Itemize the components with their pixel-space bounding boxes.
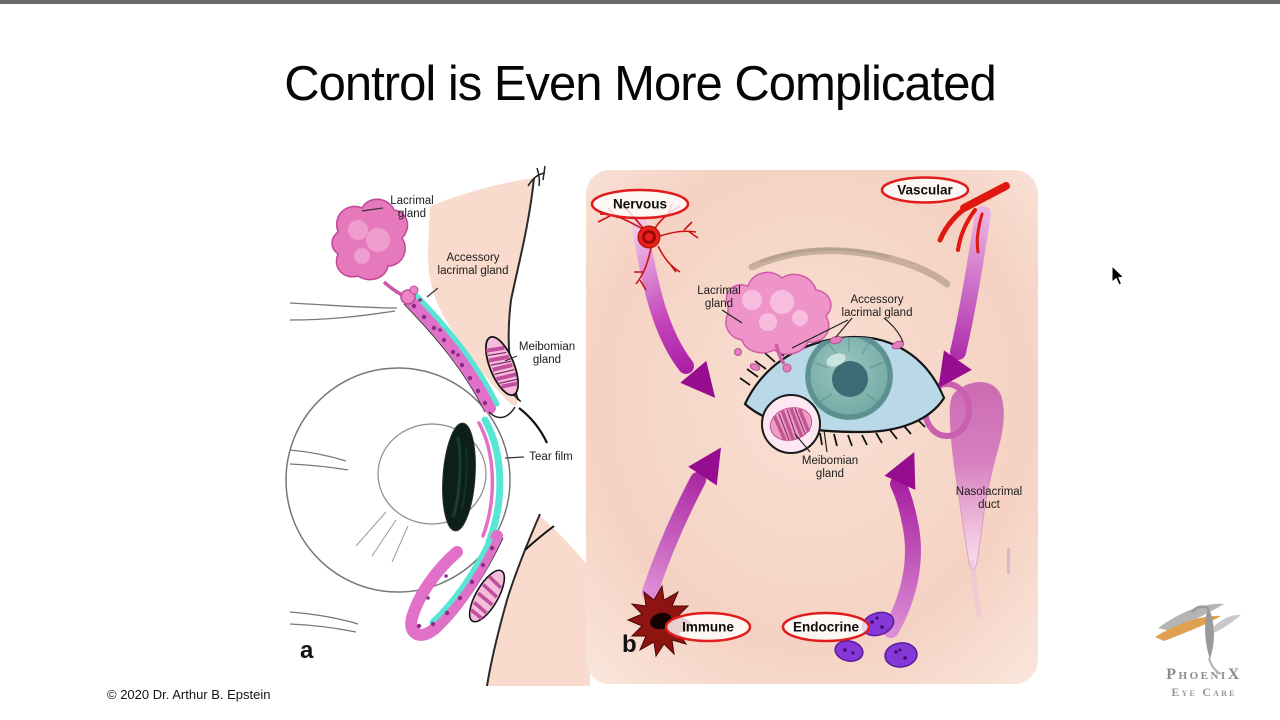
label-line: Lacrimal: [390, 195, 434, 207]
endocrine-arrow: [883, 452, 921, 638]
label-line: Accessory: [850, 294, 904, 306]
figure-a-illustration: [285, 165, 590, 687]
phoenix-logo-subtitle: Eye Care: [1171, 685, 1237, 699]
label-line: Accessory: [446, 252, 500, 264]
system-badge-rings: [590, 176, 970, 643]
label-accessory-lacrimal-gland-a: Accessory lacrimal gland: [438, 252, 509, 278]
lens-iris-dark: [442, 422, 476, 532]
leader-lines-a: [361, 207, 525, 459]
goblet-cell-dots-lower: [416, 545, 495, 629]
eyelid-crease-mark: [527, 165, 546, 187]
lacrimal-gland-a-shape: [331, 198, 419, 305]
endocrine-cells-icon: [834, 611, 918, 668]
figure-b-illustration: [586, 170, 1038, 684]
nervous-ring: [590, 188, 690, 220]
label-line: Lacrimal: [697, 285, 741, 297]
upper-eyelash: [518, 407, 548, 444]
upper-conjunctiva-band: [403, 292, 500, 414]
lower-eyelid-skin: [486, 513, 590, 687]
lower-eyelash: [524, 525, 555, 551]
phoenix-logo-name: PhoeniX: [1166, 666, 1242, 683]
label-lacrimal-gland-b: Lacrimal gland: [697, 285, 740, 311]
pupil: [832, 361, 868, 397]
label-lacrimal-gland-a: Lacrimal gland: [390, 195, 433, 221]
nasolacrimal-duct-shape: [922, 381, 1005, 619]
iris: [805, 336, 893, 420]
tear-film-cornea-arcs: [477, 416, 504, 546]
badge-vascular: Vascular: [897, 182, 953, 198]
upper-eyelid-skin: [427, 165, 546, 406]
badge-immune: Immune: [682, 619, 734, 635]
panel-label-a: a: [300, 637, 314, 664]
leader-lines-b: [721, 309, 904, 453]
badge-endocrine: Endocrine: [792, 619, 860, 635]
label-line: gland: [704, 298, 734, 311]
label-line: Meibomian: [518, 341, 576, 353]
accessory-glands-b-shape: [829, 335, 905, 350]
label-line: lacrimal gland: [841, 307, 913, 320]
eyeball-globe: [285, 302, 511, 633]
vascular-vessel-icon: [937, 182, 1010, 254]
vascular-arrow: [938, 206, 991, 389]
immune-arrow: [642, 447, 721, 600]
label-line: lacrimal gland: [437, 265, 509, 278]
eyebrow: [748, 247, 951, 288]
vascular-ring: [880, 176, 970, 204]
meibomian-gland-a-lower-shape: [468, 569, 506, 623]
label-nasolacrimal-duct-b: Nasolacrimal duct: [956, 486, 1022, 512]
label-line: Meibomian: [801, 455, 859, 467]
panel-label-b: b: [622, 631, 637, 658]
endocrine-ring: [781, 611, 871, 643]
label-line: Nasolacrimal: [955, 486, 1023, 498]
label-line: Tear film: [529, 451, 573, 463]
label-meibomian-gland-b: Meibomian gland: [802, 455, 858, 481]
mouse-cursor: [1111, 264, 1125, 286]
top-bar: [0, 0, 1280, 4]
label-accessory-lacrimal-gland-b: Accessory lacrimal gland: [842, 294, 913, 320]
copyright-text: © 2020 Dr. Arthur B. Epstein: [107, 687, 271, 702]
label-line: duct: [978, 499, 1000, 512]
label-line: gland: [815, 468, 845, 481]
label-meibomian-gland-a: Meibomian gland: [519, 341, 575, 367]
label-tear-film-a: Tear film: [529, 451, 572, 464]
lower-conjunctiva-loop: [405, 530, 504, 641]
badge-nervous: Nervous: [612, 196, 668, 212]
slide-title: Control is Even More Complicated: [284, 57, 996, 111]
artist-signature-mark: [1007, 548, 1010, 574]
meibomian-gland-b-inset: [761, 394, 821, 454]
goblet-cell-dots: [411, 298, 488, 406]
label-line: gland: [397, 208, 427, 221]
phoenix-logo-bird: [1155, 603, 1241, 675]
eye-frontal: [739, 323, 946, 447]
meibomian-gland-a-shape: [485, 336, 522, 403]
label-line: gland: [532, 354, 562, 367]
lid-margin-curve: [488, 406, 516, 419]
immune-ring: [664, 611, 752, 643]
lacrimal-gland-b-shape: [725, 271, 832, 373]
